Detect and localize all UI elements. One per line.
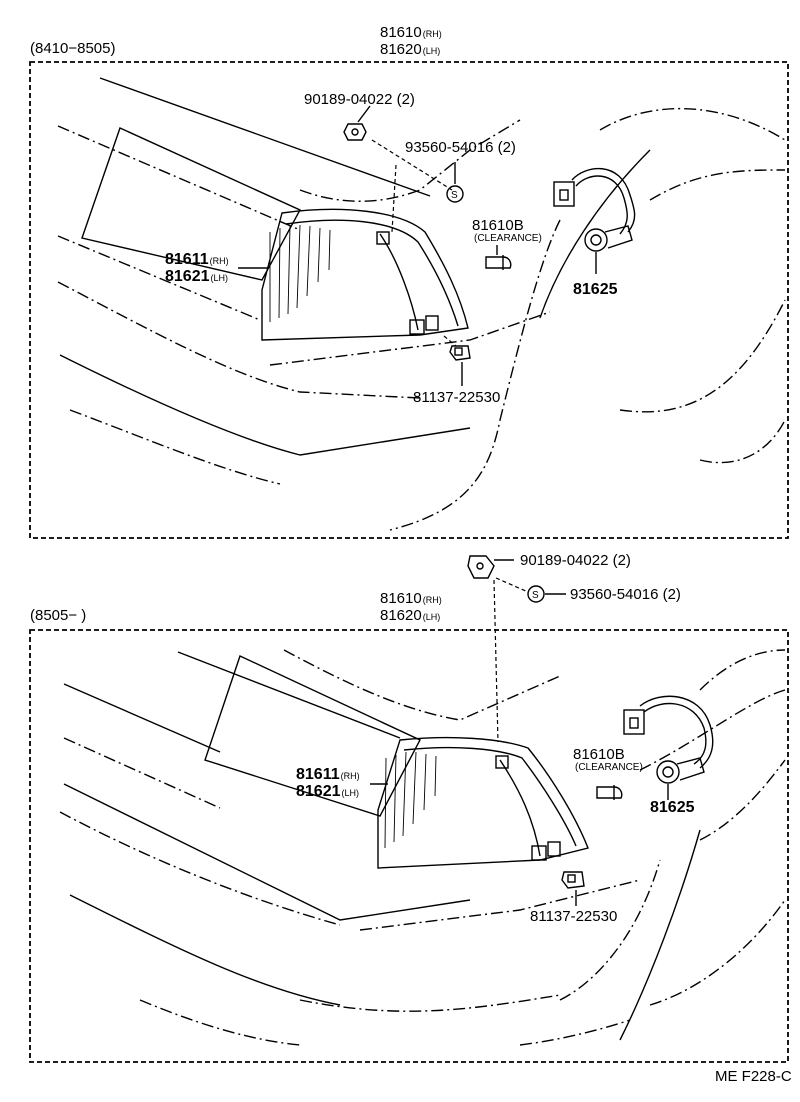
panel-top-assembly-lh: 81620(LH) xyxy=(380,41,440,58)
connector-icon xyxy=(553,181,575,207)
socket-icon xyxy=(656,757,705,784)
socket-wiring-bottom xyxy=(623,695,714,800)
bulb-part-no: 81610B xyxy=(472,217,524,234)
lens-label-rh: 81611(RH) xyxy=(165,251,229,268)
headlamp-lens-bottom xyxy=(204,655,421,817)
bulb-icon xyxy=(596,785,623,800)
headlamp-lens-top xyxy=(81,127,301,281)
panel-bottom-range: (8505− ) xyxy=(30,607,86,624)
car-body-bottom xyxy=(59,649,786,1046)
socket-wiring-top xyxy=(553,168,636,274)
panel-bottom-assembly-lh: 81620(LH) xyxy=(380,607,440,624)
nut-label: 93560-54016 (2) xyxy=(405,139,516,156)
panel-top-assembly-rh: 81610(RH) xyxy=(380,24,442,41)
panel-bottom-assembly-rh: 81610(RH) xyxy=(380,590,442,607)
lens-label-lh: 81621(LH) xyxy=(296,783,359,800)
clip-icon xyxy=(561,871,585,889)
socket-label: 81625 xyxy=(573,281,618,298)
panel-top: (8410−8505) 81610(RH) 81620(LH) xyxy=(29,24,789,539)
clip-icon xyxy=(449,345,471,361)
clearance-lamp-bottom xyxy=(377,736,589,869)
nut-icon: S xyxy=(527,585,545,603)
screw-label: 90189-04022 (2) xyxy=(520,552,631,569)
clip-label: 81137-22530 xyxy=(530,908,617,925)
screw-icon xyxy=(343,123,367,141)
screw-icon xyxy=(467,555,495,579)
car-body-top xyxy=(57,77,786,531)
clip-label: 81137-22530 xyxy=(413,389,500,406)
panel-bottom: (8505− ) 81610(RH) 81620(LH) 90189-04022… xyxy=(29,552,789,1063)
svg-text:S: S xyxy=(451,190,458,201)
lens-label-rh: 81611(RH) xyxy=(296,766,360,783)
panel-bottom-border xyxy=(29,629,789,1063)
panel-top-range: (8410−8505) xyxy=(30,40,116,57)
socket-label: 81625 xyxy=(650,799,695,816)
nut-icon: S xyxy=(446,185,464,203)
svg-text:S: S xyxy=(532,590,539,601)
nut-label: 93560-54016 (2) xyxy=(570,586,681,603)
bulb-note: (CLEARANCE) xyxy=(575,762,643,773)
figure-code: ME F228-C xyxy=(715,1068,792,1085)
screw-label: 90189-04022 (2) xyxy=(304,91,415,108)
socket-icon xyxy=(584,225,633,252)
connector-icon xyxy=(623,709,645,735)
clearance-lamp-top xyxy=(261,208,469,341)
bulb-note: (CLEARANCE) xyxy=(474,233,542,244)
bulb-part-no: 81610B xyxy=(573,746,625,763)
bulb-icon xyxy=(485,245,512,270)
panel-top-border xyxy=(29,61,789,539)
lens-label-lh: 81621(LH) xyxy=(165,268,228,285)
